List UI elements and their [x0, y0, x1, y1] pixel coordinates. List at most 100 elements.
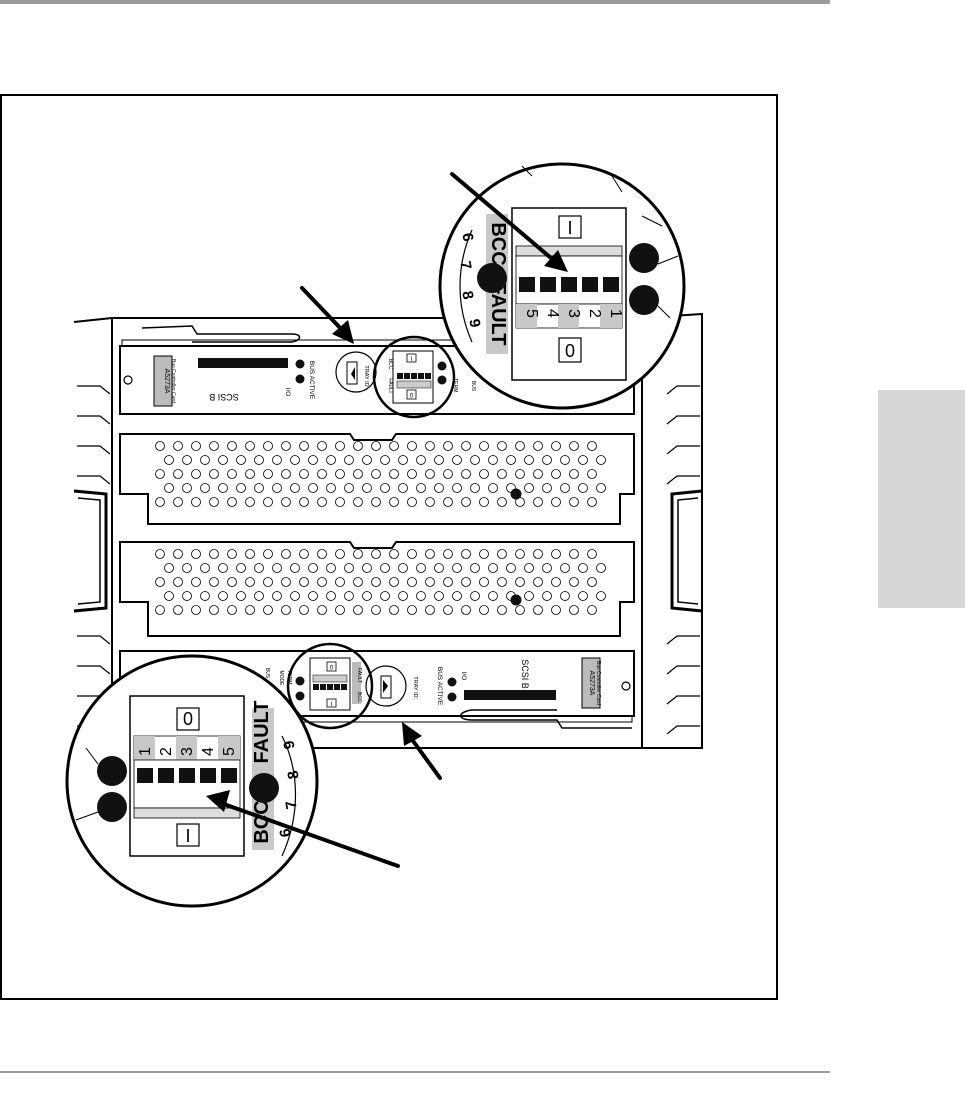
vent-hole: [335, 497, 345, 507]
tray-id-label: TRAY ID: [363, 365, 369, 386]
vent-hole: [497, 577, 507, 587]
vent-hole: [191, 577, 201, 587]
vent-hole: [587, 577, 597, 587]
fault-label: FAULT: [251, 701, 273, 764]
vent-hole: [371, 441, 381, 451]
dip-switch-3[interactable]: [179, 768, 195, 783]
screw: [123, 375, 133, 385]
vent-hole: [371, 469, 381, 479]
vent-hole: [227, 497, 237, 507]
dial-number: 6: [458, 232, 476, 243]
vent-hole: [551, 577, 561, 587]
switch-number: 1: [607, 309, 624, 318]
dip-switch-5[interactable]: [519, 277, 535, 292]
vent-hole: [524, 483, 534, 493]
vent-hole: [587, 469, 597, 479]
module-latch[interactable]: [460, 709, 632, 729]
bus-active-label: BUS ACTIVE: [436, 667, 443, 706]
vent-hole: [425, 469, 435, 479]
panel-screw: [510, 594, 522, 606]
vent-hole: [272, 591, 282, 601]
vent-hole: [344, 563, 354, 573]
vent-hole: [407, 577, 417, 587]
vent-hole: [218, 483, 228, 493]
vent-hole: [281, 605, 291, 615]
vent-hole: [434, 483, 444, 493]
top-rule: [0, 0, 830, 4]
dip-switch-2[interactable]: [582, 277, 598, 292]
vent-hole: [389, 605, 399, 615]
scsi-port-label: SCSI B: [209, 392, 239, 402]
vent-hole: [254, 455, 264, 465]
vent-hole: [461, 549, 471, 559]
io-label: I/O: [460, 672, 467, 681]
vent-hole: [353, 549, 363, 559]
vent-hole: [308, 455, 318, 465]
dip-switch-4[interactable]: [540, 277, 556, 292]
bcc-led: [295, 676, 305, 686]
vent-hole: [443, 497, 453, 507]
vent-hole: [191, 441, 201, 451]
vent-hole: [227, 549, 237, 559]
vent-hole: [524, 563, 534, 573]
vent-hole: [470, 563, 480, 573]
dip-switch-5[interactable]: [221, 768, 237, 783]
arrow-to-bottom-dial: [406, 732, 442, 780]
vent-hole: [353, 577, 363, 587]
dip-switch-2[interactable]: [158, 768, 174, 783]
vent-hole: [542, 455, 552, 465]
vent-hole: [407, 605, 417, 615]
vent-hole: [263, 577, 273, 587]
vent-hole: [326, 591, 336, 601]
vent-hole: [596, 563, 606, 573]
io-label: I/O: [284, 388, 291, 397]
vent-hole: [461, 605, 471, 615]
term-label: TERM.: [452, 378, 458, 394]
vent-hole: [290, 591, 300, 601]
vent-hole: [560, 591, 570, 601]
vent-hole: [227, 441, 237, 451]
vent-hole: [182, 455, 192, 465]
dip-switch-3[interactable]: [561, 277, 577, 292]
vent-hole: [380, 455, 390, 465]
vent-hole: [281, 497, 291, 507]
vent-hole: [209, 497, 219, 507]
vent-hole: [398, 483, 408, 493]
vent-hole: [497, 605, 507, 615]
vent-hole: [416, 455, 426, 465]
vent-hole: [263, 549, 273, 559]
bottom-rule: [0, 1071, 830, 1073]
vent-hole: [443, 605, 453, 615]
vent-hole: [461, 441, 471, 451]
filler-panel-upper: [119, 433, 635, 525]
dial-number: 8: [284, 769, 302, 780]
vent-hole: [362, 591, 372, 601]
vent-hole: [542, 563, 552, 573]
led-zoom: [97, 792, 127, 822]
vent-hole: [587, 441, 597, 451]
vent-hole: [497, 549, 507, 559]
vent-hole: [164, 591, 174, 601]
vent-hole: [164, 455, 174, 465]
filler-panel-lower: [119, 541, 635, 637]
vent-hole: [281, 469, 291, 479]
vent-hole: [407, 497, 417, 507]
vent-hole: [416, 563, 426, 573]
led-zoom: [97, 756, 127, 786]
switch-number: 5: [523, 309, 540, 318]
bcc-label: BCC: [251, 800, 273, 843]
vent-hole: [416, 483, 426, 493]
right-vents: [666, 385, 700, 735]
dip-switch-1[interactable]: [603, 277, 619, 292]
vent-hole: [362, 483, 372, 493]
module-latch[interactable]: [141, 325, 301, 343]
vent-hole: [578, 455, 588, 465]
scsi-connector: [464, 690, 556, 700]
dip-switch-1[interactable]: [137, 768, 153, 783]
vent-hole: [209, 549, 219, 559]
dip-switch-4[interactable]: [200, 768, 216, 783]
vent-hole: [245, 441, 255, 451]
vent-hole: [335, 441, 345, 451]
vent-hole: [218, 563, 228, 573]
vent-hole: [164, 483, 174, 493]
